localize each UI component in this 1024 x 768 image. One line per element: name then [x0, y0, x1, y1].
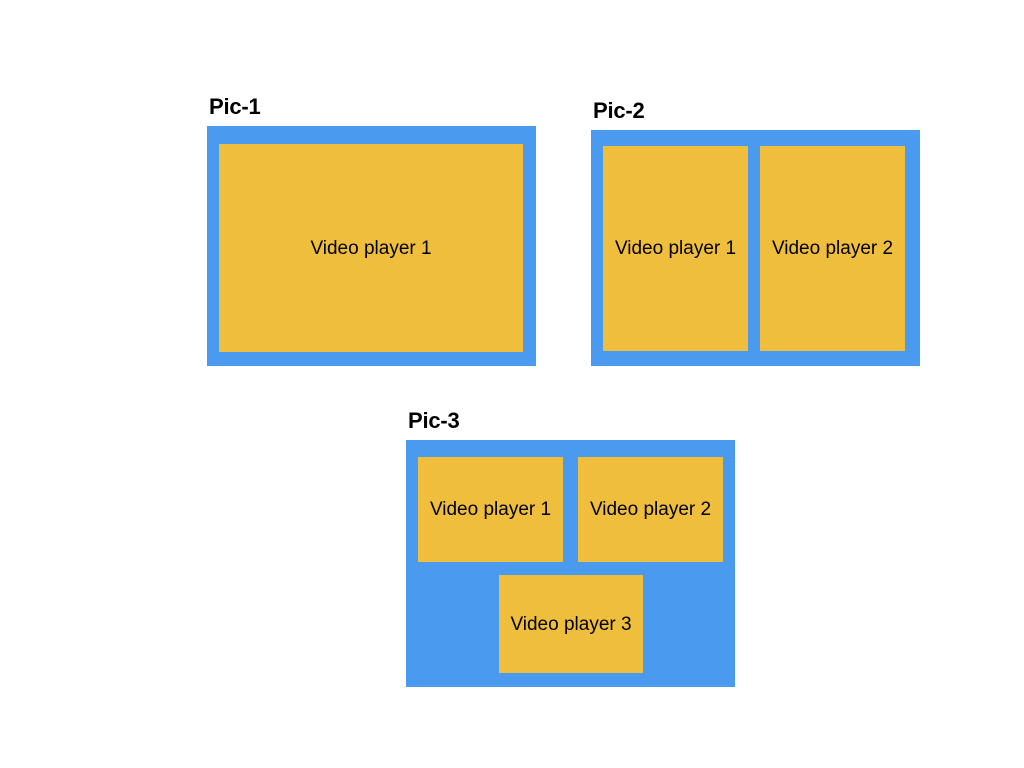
- video-player-panel[interactable]: Video player 2: [578, 457, 723, 562]
- video-player-label: Video player 1: [429, 499, 552, 520]
- figure-title-pic-2: Pic-2: [593, 98, 645, 123]
- video-player-label: Video player 1: [614, 238, 737, 259]
- video-player-panel[interactable]: Video player 2: [760, 146, 905, 351]
- video-frame-pic-2: Video player 1 Video player 2: [591, 130, 920, 366]
- video-frame-pic-1: Video player 1: [207, 126, 536, 366]
- video-player-label: Video player 2: [771, 238, 894, 259]
- figure-title-pic-1: Pic-1: [209, 94, 261, 119]
- video-player-label: Video player 3: [510, 613, 632, 635]
- video-player-panel[interactable]: Video player 3: [499, 575, 643, 673]
- video-player-panel[interactable]: Video player 1: [219, 144, 523, 352]
- video-player-label: Video player 2: [589, 499, 712, 520]
- video-player-panel[interactable]: Video player 1: [418, 457, 563, 562]
- video-player-panel[interactable]: Video player 1: [603, 146, 748, 351]
- figure-title-pic-3: Pic-3: [408, 408, 460, 433]
- video-frame-pic-3: Video player 1 Video player 2 Video play…: [406, 440, 735, 687]
- video-player-label: Video player 1: [310, 237, 432, 259]
- figure-pic-1: Pic-1 Video player 1: [207, 96, 537, 371]
- figure-pic-2: Pic-2 Video player 1 Video player 2: [591, 100, 921, 371]
- figure-pic-3: Pic-3 Video player 1 Video player 2 Vide…: [406, 408, 736, 687]
